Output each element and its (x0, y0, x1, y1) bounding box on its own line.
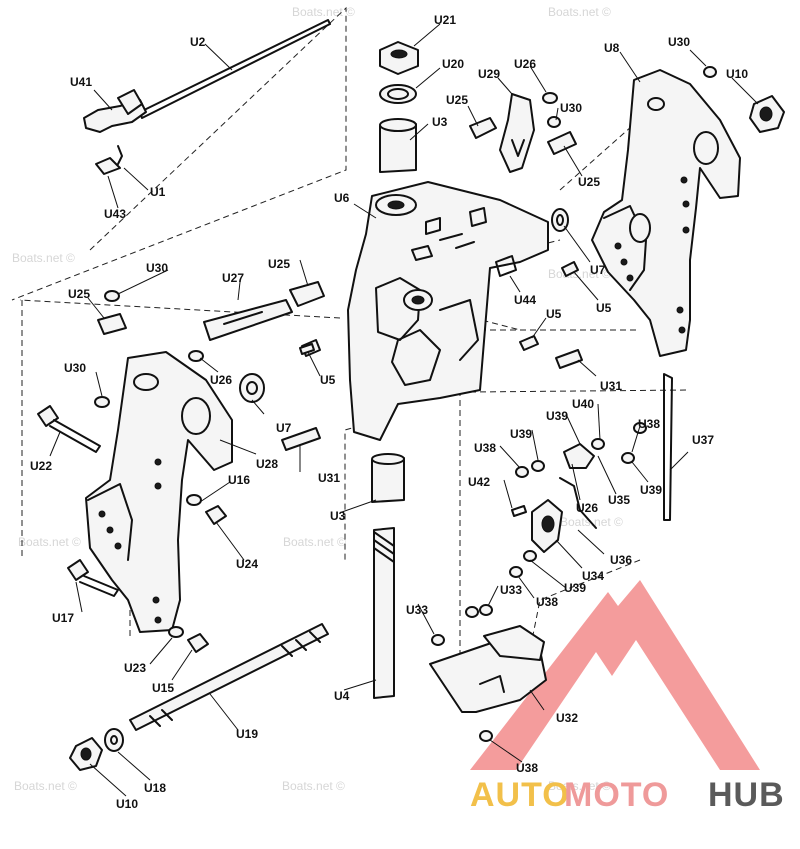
label-u24: U24 (236, 557, 258, 571)
brand-hub: HUB (708, 776, 785, 814)
label-u25-top: U25 (446, 93, 468, 107)
part-right-washers (519, 208, 583, 369)
label-u43: U43 (104, 207, 126, 221)
label-u21: U21 (434, 13, 456, 27)
part-u2-rod (83, 19, 331, 175)
label-u27: U27 (222, 271, 244, 285)
label-u29: U29 (478, 67, 500, 81)
watermark-8: Boats.net © (14, 779, 77, 793)
label-u31-right: U31 (600, 379, 622, 393)
watermark-1: Boats.net © (292, 5, 355, 19)
watermark-9: Boats.net © (282, 779, 345, 793)
label-u17: U17 (52, 611, 74, 625)
label-u26-top: U26 (514, 57, 536, 71)
part-u19-bolt (69, 623, 329, 771)
part-u37-linkage (509, 373, 673, 578)
label-u3-top: U3 (432, 115, 448, 129)
label-u15: U15 (152, 681, 174, 695)
part-labels: U2 U41 U1 U43 U21 U20 U3 U6 U26 U29 U25 … (30, 13, 748, 811)
label-u35: U35 (608, 493, 630, 507)
brand-logo (470, 580, 760, 770)
label-u30-top: U30 (668, 35, 690, 49)
label-u39-a: U39 (510, 427, 532, 441)
part-u29-lever (469, 92, 577, 173)
label-u32: U32 (556, 711, 578, 725)
brand-auto: AUTO (470, 776, 570, 814)
label-u38-right: U38 (638, 417, 660, 431)
label-u16: U16 (228, 473, 250, 487)
part-u28-left-clamp (85, 351, 265, 633)
label-u5-mid: U5 (546, 307, 562, 321)
part-u31-pins (281, 343, 321, 451)
label-u39-d: U39 (564, 581, 586, 595)
label-u26-right: U26 (576, 501, 598, 515)
label-u25-right: U25 (578, 175, 600, 189)
label-u37: U37 (692, 433, 714, 447)
label-u19: U19 (236, 727, 258, 741)
label-u28: U28 (256, 457, 278, 471)
label-u34: U34 (582, 569, 604, 583)
watermark-2: Boats.net © (548, 5, 611, 19)
label-u6: U6 (334, 191, 350, 205)
label-u26-left: U26 (210, 373, 232, 387)
label-u2: U2 (190, 35, 206, 49)
label-u41: U41 (70, 75, 92, 89)
label-u38-low: U38 (536, 595, 558, 609)
part-u6-swivel-bracket (347, 181, 549, 441)
watermark-10: Boats.net © (548, 779, 611, 793)
watermark-5: Boats.net © (18, 535, 81, 549)
watermark-3: Boats.net © (12, 251, 75, 265)
label-u5-right: U5 (596, 301, 612, 315)
label-u38-bottom: U38 (516, 761, 538, 775)
label-u10-bottom: U10 (116, 797, 138, 811)
watermark-6: Boats.net © (283, 535, 346, 549)
label-u33-left: U33 (406, 603, 428, 617)
label-u31-left: U31 (318, 471, 340, 485)
label-u44: U44 (514, 293, 536, 307)
label-u10-top: U10 (726, 67, 748, 81)
label-u30-mid: U30 (560, 101, 582, 115)
part-u8-right-clamp (591, 66, 785, 357)
brand-text: AUTO MOTO HUB (470, 776, 785, 814)
label-u25-farleft: U25 (68, 287, 90, 301)
label-u36: U36 (610, 553, 632, 567)
label-u42: U42 (468, 475, 490, 489)
part-u32-guard (429, 604, 547, 742)
label-u8: U8 (604, 41, 620, 55)
label-u39-c: U39 (640, 483, 662, 497)
part-u27-lever (97, 281, 325, 362)
label-u23: U23 (124, 661, 146, 675)
label-u18: U18 (144, 781, 166, 795)
label-u30-farleft: U30 (64, 361, 86, 375)
brand-moto: MOTO (564, 776, 669, 814)
leader-lines (49, 23, 759, 797)
label-u5-left: U5 (320, 373, 336, 387)
label-u4: U4 (334, 689, 350, 703)
label-u25-left: U25 (268, 257, 290, 271)
label-u33-right: U33 (500, 583, 522, 597)
label-u38-mid: U38 (474, 441, 496, 455)
label-u40: U40 (572, 397, 594, 411)
part-top-stack (379, 41, 419, 173)
part-left-bolts (37, 405, 227, 653)
label-u30-left: U30 (146, 261, 168, 275)
label-u22: U22 (30, 459, 52, 473)
label-u3-bottom: U3 (330, 509, 346, 523)
label-u7-left: U7 (276, 421, 292, 435)
label-u39-b: U39 (546, 409, 568, 423)
label-u20: U20 (442, 57, 464, 71)
label-u7-right: U7 (590, 263, 606, 277)
label-u1: U1 (150, 185, 166, 199)
part-u4-tube (371, 453, 405, 699)
